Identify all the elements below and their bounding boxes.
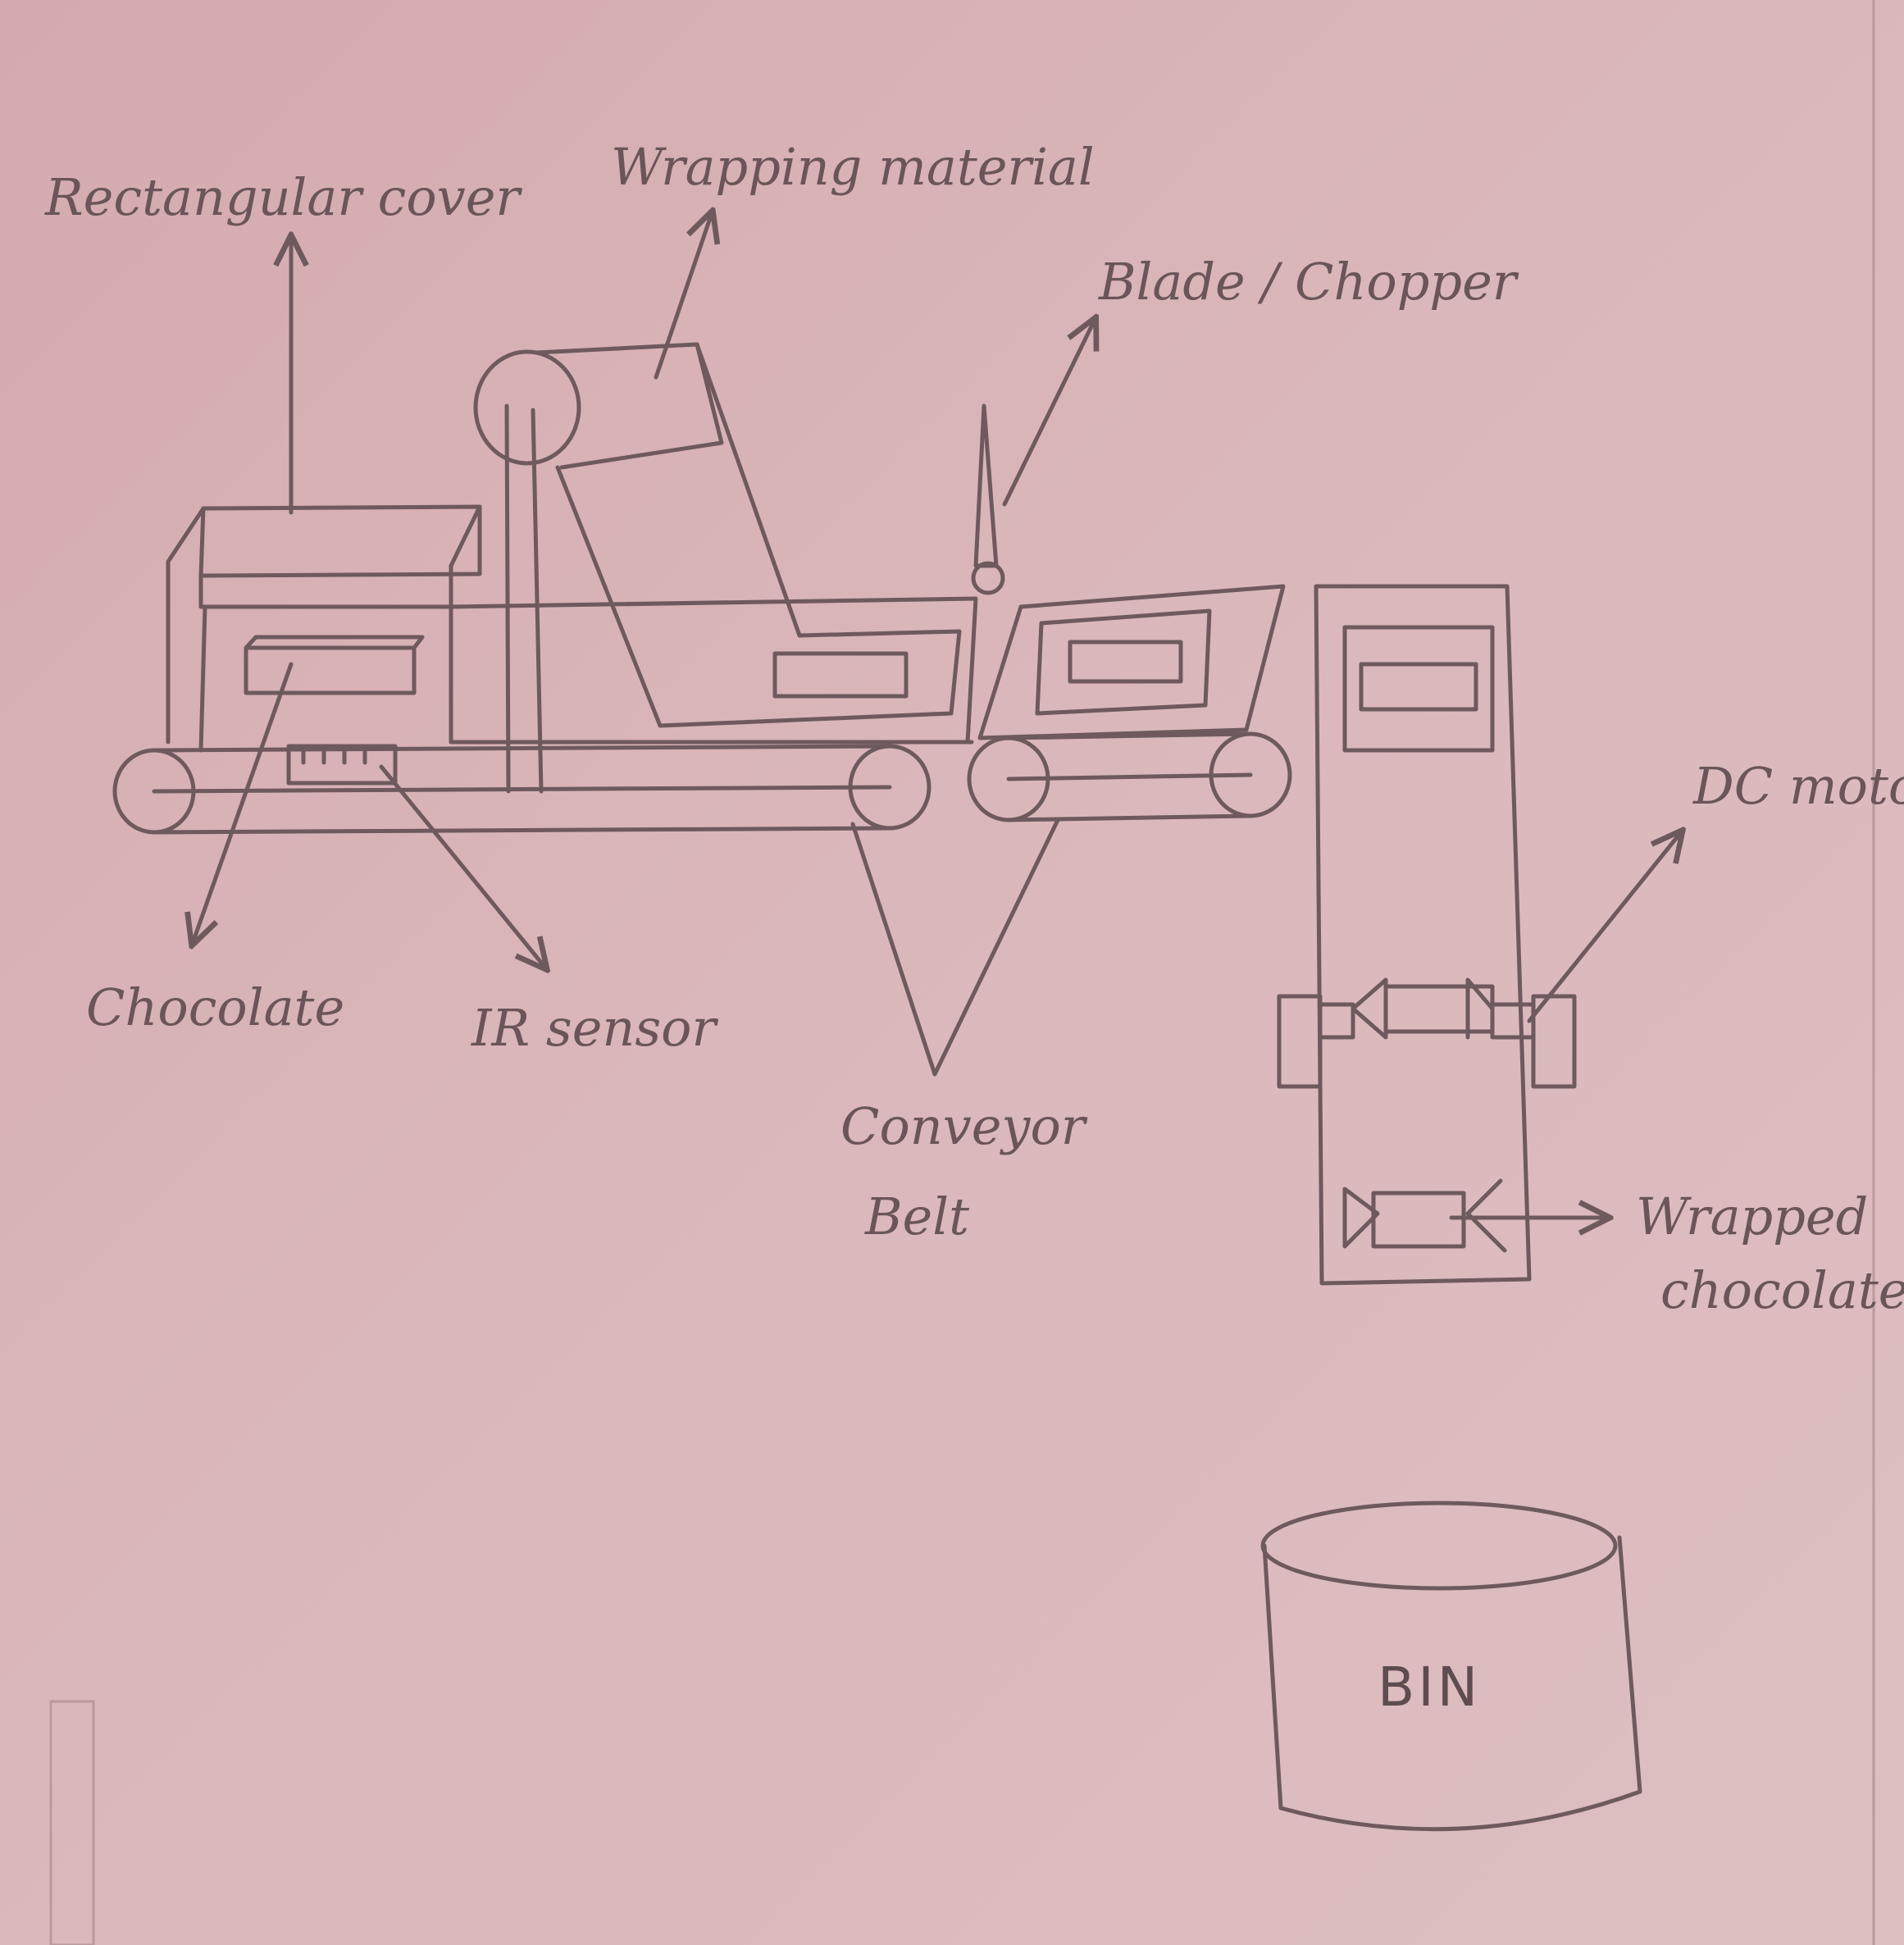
label-conveyor: Conveyor [840,1096,1088,1156]
page-tab-mark [51,1701,93,1945]
label-bin: BIN [1378,1656,1481,1719]
conveyor-belt-2 [969,734,1290,820]
vertical-conveyor [1316,586,1529,1283]
label-wrapped: Wrapped [1636,1187,1868,1246]
chocolate-bar-3 [1070,642,1181,681]
machine-housing [451,599,976,742]
chocolate-bar-1 [246,637,422,693]
arrow-chocolate [193,664,291,943]
label-chocolate: Chocolate [86,977,344,1037]
second-chamber [980,586,1283,738]
dc-motor-assembly [1279,980,1574,1086]
chocolate-bar-2 [775,654,906,696]
label-blade-chopper: Blade / Chopper [1098,252,1519,312]
rectangular-cover [168,507,480,750]
belt-support-lines [853,820,1058,1074]
chocolate-bar-4 [1361,664,1476,709]
blade-chopper [973,406,1003,593]
label-wrapping-material: Wrapping material [611,137,1095,197]
label-dc-motor: DC motor [1692,756,1904,816]
arrow-ir-sensor [381,767,545,968]
label-belt: Belt [864,1187,969,1246]
wrapping-film [558,344,959,726]
wrapped-chocolate-1 [1386,986,1492,1032]
ir-sensor [289,746,395,783]
label-rectangular-cover: Rectangular cover [44,167,522,227]
label-ir-sensor: IR sensor [471,998,718,1058]
arrow-blade-chopper [1004,320,1095,504]
arrow-wrapping-material [656,213,712,377]
label-chocolate-wrapped: chocolate [1660,1260,1904,1320]
arrow-dc-motor [1529,832,1681,1021]
